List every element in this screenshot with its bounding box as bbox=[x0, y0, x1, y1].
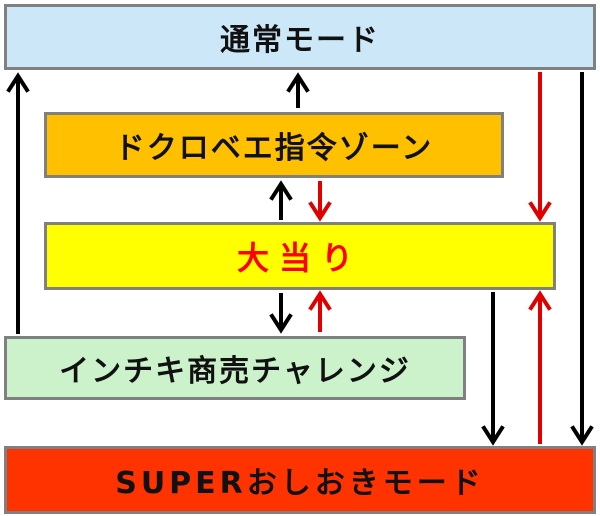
node-super-oshioki-mode-label: SUPERおしおきモード bbox=[115, 466, 485, 501]
arrow-inchiki-to-jackpot bbox=[308, 290, 332, 332]
arrow-head bbox=[481, 425, 505, 446]
arrow-head bbox=[6, 72, 30, 93]
arrow-head bbox=[269, 313, 293, 334]
arrow-super-to-jackpot bbox=[528, 290, 552, 444]
arrow-head bbox=[528, 290, 552, 311]
arrow-jackpot-to-inchiki bbox=[269, 293, 293, 334]
arrow-normal-to-super bbox=[570, 72, 594, 446]
arrow-head bbox=[528, 201, 552, 222]
node-inchiki-challenge: インチキ商売チャレンジ bbox=[4, 336, 466, 400]
node-normal-mode-label: 通常モード bbox=[220, 23, 380, 58]
arrow-head bbox=[308, 290, 332, 311]
arrow-head bbox=[308, 201, 332, 222]
arrow-head bbox=[269, 180, 293, 201]
node-jackpot-label: 大当り bbox=[236, 239, 363, 277]
node-inchiki-challenge-label: インチキ商売チャレンジ bbox=[59, 354, 411, 389]
node-jackpot: 大当り bbox=[44, 222, 556, 290]
arrow-normal-to-jackpot bbox=[528, 72, 552, 222]
node-dokurobee-zone-label: ドクロベエ指令ゾーン bbox=[114, 131, 434, 166]
arrow-dokuro-to-normal bbox=[286, 72, 310, 108]
node-normal-mode: 通常モード bbox=[4, 4, 596, 70]
arrow-inchiki-to-normal bbox=[6, 72, 30, 334]
arrow-head bbox=[570, 425, 594, 446]
arrow-jackpot-to-dokuro bbox=[269, 180, 293, 220]
arrow-dokuro-to-jackpot bbox=[308, 181, 332, 222]
arrow-head bbox=[286, 72, 310, 93]
arrow-jackpot-to-super bbox=[481, 292, 505, 446]
node-dokurobee-zone: ドクロベエ指令ゾーン bbox=[44, 112, 504, 178]
node-super-oshioki-mode: SUPERおしおきモード bbox=[4, 446, 596, 514]
